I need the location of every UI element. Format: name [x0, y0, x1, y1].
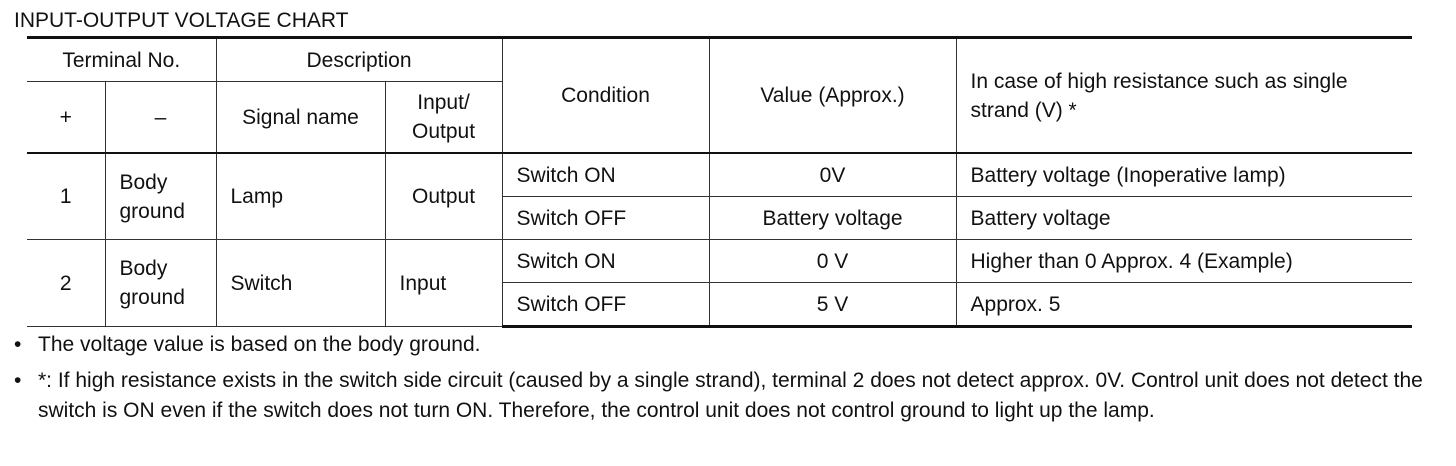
header-row-1: Terminal No. Description Condition Value… — [27, 36, 1413, 154]
header-condition: Condition — [501, 36, 710, 154]
terminal-plus-cell: 1 — [27, 152, 106, 240]
high-resistance-cell: Approx. 5 — [955, 282, 1413, 328]
terminal-minus-cell: Body ground — [104, 152, 217, 240]
terminal-minus-line1: Body — [119, 257, 168, 280]
header-description: Description — [215, 36, 503, 82]
signal-name-cell: Lamp — [215, 152, 386, 240]
value-cell: 0V — [708, 152, 957, 197]
header-input-output-line1: Input/ — [417, 91, 470, 114]
io-cell: Output — [384, 152, 503, 240]
bullet-icon: • — [14, 333, 22, 356]
table-row: 1 Body ground Lamp Output Switch ON 0V B… — [27, 152, 1413, 240]
table-row: Switch OFF 5 V Approx. 5 — [27, 282, 1413, 328]
header-input-output-line2: Output — [411, 120, 476, 143]
value-cell: 5 V — [708, 282, 957, 328]
condition-cell: Switch ON — [501, 152, 710, 197]
high-resistance-cell: Battery voltage — [955, 196, 1413, 240]
note-text: *: If high resistance exists in the swit… — [38, 369, 1423, 422]
terminal-minus-line1: Body — [119, 170, 168, 194]
header-value: Value (Approx.) — [708, 36, 957, 154]
note-item: • *: If high resistance exists in the sw… — [14, 366, 1424, 426]
terminal-minus-line2: ground — [119, 199, 185, 223]
voltage-chart-table: Terminal No. Description Condition Value… — [27, 36, 1413, 328]
header-high-resistance: In case of high resistance such as singl… — [955, 36, 1413, 154]
condition-cell: Switch OFF — [502, 282, 710, 328]
note-item: • The voltage value is based on the body… — [14, 330, 1424, 360]
table-row: Switch OFF Battery voltage Battery volta… — [27, 196, 1413, 240]
signal-name-cell: Switch — [215, 239, 386, 327]
terminal-minus-line2: ground — [119, 286, 185, 309]
terminal-minus-cell: Body ground — [104, 239, 217, 327]
header-minus: – — [104, 81, 217, 154]
header-input-output: Input/ Output — [384, 81, 503, 154]
high-resistance-cell: Battery voltage (Inoperative lamp) — [955, 152, 1413, 197]
notes-list: • The voltage value is based on the body… — [14, 330, 1424, 432]
bullet-icon: • — [14, 369, 22, 392]
value-cell: 0 V — [708, 239, 957, 283]
note-text: The voltage value is based on the body g… — [38, 333, 481, 356]
chart-title: INPUT-OUTPUT VOLTAGE CHART — [14, 9, 349, 32]
high-resistance-cell: Higher than 0 Approx. 4 (Example) — [955, 239, 1413, 283]
terminal-plus-cell: 2 — [27, 239, 106, 327]
header-signal-name: Signal name — [215, 81, 386, 154]
value-cell: Battery voltage — [708, 196, 957, 240]
header-row-2: + – Signal name Input/ Output — [27, 81, 1412, 154]
condition-cell: Switch ON — [501, 239, 710, 283]
io-cell: Input — [384, 239, 503, 327]
header-plus: + — [27, 81, 106, 154]
condition-cell: Switch OFF — [502, 196, 710, 240]
table-row: 2 Body ground Switch Input Switch ON 0 V… — [27, 239, 1413, 327]
header-terminal-no: Terminal No. — [27, 36, 217, 82]
